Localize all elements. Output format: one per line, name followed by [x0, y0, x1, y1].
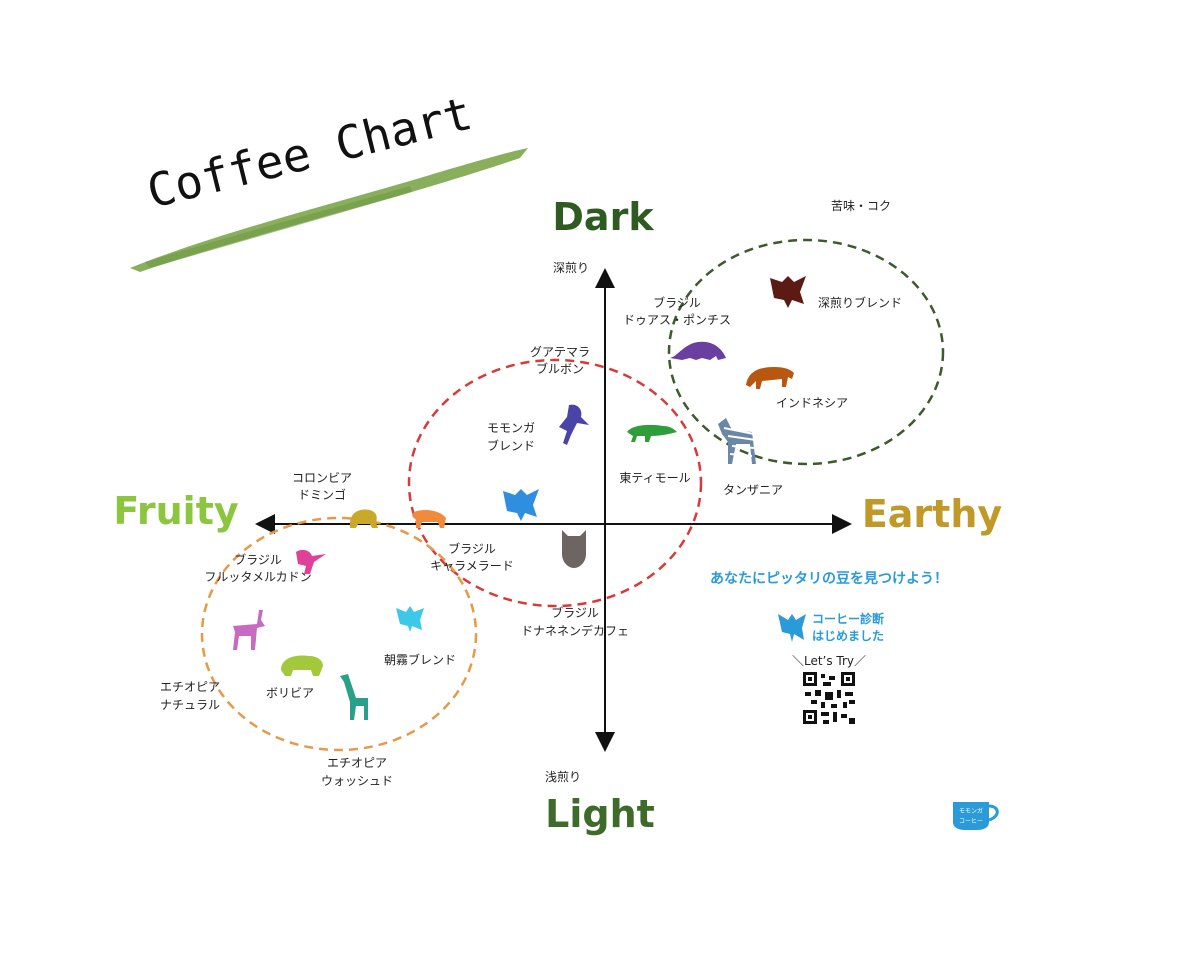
zebra-icon — [718, 418, 756, 464]
logo-text-1: モモンガ — [959, 807, 983, 815]
top-right-note: 苦味・コク — [831, 199, 891, 213]
label-bolivia: ボリビア — [266, 686, 314, 700]
cta-lets-try: ＼Let’s Try／ — [792, 654, 866, 668]
label-guatemala-line1: グアテマラ — [530, 345, 590, 359]
label-colombia-line2: ドミンゴ — [298, 487, 346, 502]
cta-badge-line2: はじめました — [812, 629, 884, 643]
label-brazil-duas-line2: ドゥアス・ポンチス — [623, 313, 731, 327]
label-ethiopia-washed-line1: エチオピア — [327, 756, 387, 770]
label-momonga-line1: モモンガ — [487, 421, 535, 435]
label-brazil-fruta-line1: ブラジル — [234, 552, 282, 567]
cta-badge-line1: コーヒー診断 — [812, 611, 884, 626]
label-ethiopia-washed-line2: ウォッシュド — [321, 774, 393, 788]
label-caramelado-line1: ブラジル — [448, 541, 496, 556]
label-ethiopia-natural-line1: エチオピア — [160, 680, 220, 694]
cta-headline: あなたにピッタリの豆を見つけよう！ — [710, 571, 948, 587]
qr-code-icon[interactable] — [803, 672, 855, 724]
chart-title: Coffee Chart — [142, 86, 478, 219]
owl-icon — [562, 530, 586, 568]
flying-squirrel-icon — [770, 276, 806, 308]
armadillo-icon — [670, 342, 726, 360]
label-decaf-line2: ドナネネンデカフェ — [521, 623, 629, 638]
crocodile-icon — [627, 425, 677, 442]
capybara-icon — [412, 510, 446, 528]
label-brazil-fruta-line2: フルッタメルカドン — [204, 570, 311, 584]
label-colombia-line1: コロンビア — [292, 471, 352, 485]
momonga-icon — [503, 489, 539, 521]
momonga-coffee-logo: モモンガ コーヒー — [953, 802, 997, 830]
axis-top-sub: 深煎り — [553, 260, 589, 275]
label-caramelado-line2: キャラメラード — [430, 559, 514, 573]
label-momonga-line2: ブレンド — [487, 438, 535, 453]
giraffe-icon — [340, 674, 368, 720]
label-ethiopia-natural-line2: ナチュラル — [160, 698, 220, 712]
momonga-small-icon — [396, 606, 424, 632]
label-deep-blend: 深煎りブレンド — [818, 295, 902, 310]
axis-top-word: Dark — [552, 195, 654, 239]
axis-bottom-sub: 浅煎り — [545, 769, 581, 784]
label-east-timor: 東ティモール — [619, 471, 690, 485]
sloth-icon — [350, 510, 378, 528]
axis-right-word: Earthy — [862, 492, 1003, 536]
axis-left-word: Fruity — [113, 489, 239, 533]
logo-text-2: コーヒー — [959, 818, 983, 825]
label-indonesia: インドネシア — [776, 396, 848, 410]
label-tanzania: タンザニア — [723, 483, 783, 497]
label-decaf-line1: ブラジル — [551, 605, 599, 620]
deer-icon — [233, 610, 265, 650]
parrot-icon — [559, 405, 589, 445]
bear-icon — [281, 656, 323, 676]
tiger-icon — [746, 367, 794, 389]
label-asagiri: 朝霧ブレンド — [384, 652, 456, 667]
label-brazil-duas-line1: ブラジル — [653, 295, 701, 310]
axis-bottom-word: Light — [545, 792, 655, 836]
label-guatemala-line2: ブルボン — [536, 361, 584, 376]
coffee-labels: 深煎りブレンド ブラジル ドゥアス・ポンチス インドネシア タンザニア 東ティモ… — [160, 295, 902, 788]
cta-momonga-icon — [778, 614, 806, 642]
